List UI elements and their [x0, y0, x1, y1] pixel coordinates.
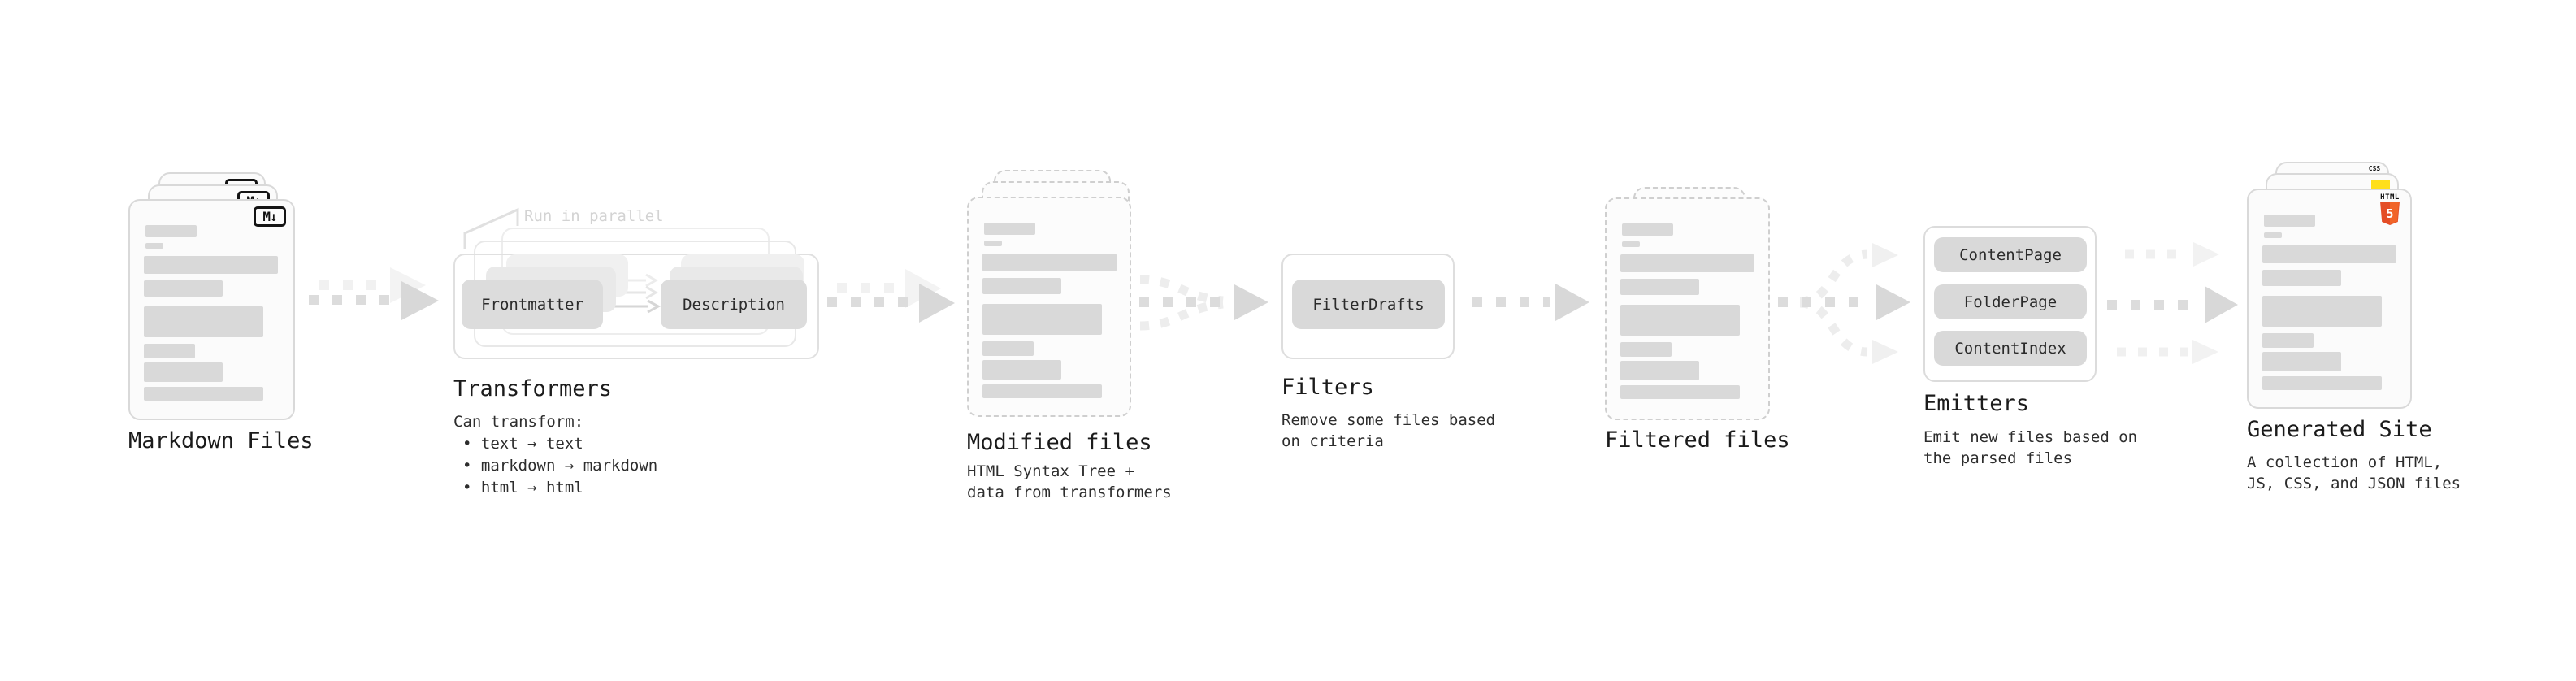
content-bar-placeholder: [2264, 215, 2315, 227]
arrow-emitters-to-generated: [2107, 242, 2238, 364]
content-bar-placeholder: [2262, 245, 2396, 263]
content-bar-placeholder: [145, 225, 197, 237]
arrow-transformers-to-modified: [827, 269, 955, 323]
content-bar-placeholder: [1620, 279, 1699, 295]
content-bar-placeholder: [144, 362, 223, 382]
emitter-pill-folderpage: FolderPage: [1934, 284, 2087, 319]
html5-icon: HTML 5: [2378, 193, 2402, 226]
content-bar-placeholder: [2264, 232, 2282, 238]
description-line: Emit new files based on: [1923, 428, 2138, 446]
html5-shield: 5: [2380, 202, 2400, 225]
content-bar-placeholder: [1622, 241, 1640, 247]
transformer-frame-front: [453, 254, 819, 359]
stage-title-modified-files: Modified files: [967, 430, 1152, 455]
description-line: the parsed files: [1923, 449, 2073, 467]
description-line: data from transformers: [967, 484, 1172, 501]
description-line: JS, CSS, and JSON files: [2247, 475, 2461, 492]
markdown-icon: M↓: [254, 206, 286, 227]
content-bar-placeholder: [2262, 296, 2382, 327]
description-line: A collection of HTML,: [2247, 453, 2443, 471]
content-bar-placeholder: [1620, 361, 1699, 380]
description-line: • text → text: [462, 435, 583, 453]
stage-title-filtered-files: Filtered files: [1605, 427, 1790, 453]
description-line: • html → html: [462, 479, 583, 497]
content-bar-placeholder: [984, 241, 1002, 246]
content-bar-placeholder: [982, 360, 1061, 380]
content-bar-placeholder: [1622, 223, 1673, 236]
description-line: • markdown → markdown: [462, 457, 658, 475]
content-bar-placeholder: [144, 344, 195, 358]
emitter-pill-contentpage: ContentPage: [1934, 237, 2087, 272]
transformers-description: Can transform: • text → text • markdown …: [453, 411, 657, 499]
content-bar-placeholder: [145, 243, 163, 249]
content-bar-placeholder: [982, 254, 1117, 271]
content-bar-placeholder: [2262, 270, 2341, 286]
description-line: on criteria: [1281, 432, 1384, 450]
content-bar-placeholder: [144, 256, 278, 274]
transformer-pill-frontmatter: Frontmatter: [462, 280, 603, 329]
content-bar-placeholder: [1620, 342, 1672, 357]
filter-pill-filterdrafts: FilterDrafts: [1292, 280, 1445, 329]
transformer-pill-description: Description: [661, 280, 807, 329]
content-bar-placeholder: [2262, 352, 2341, 371]
description-line: Can transform:: [453, 413, 584, 431]
description-line: Remove some files based: [1281, 411, 1496, 429]
content-bar-placeholder: [1620, 305, 1740, 336]
content-bar-placeholder: [144, 306, 263, 337]
emitter-pill-contentindex: ContentIndex: [1934, 331, 2087, 366]
content-bar-placeholder: [982, 278, 1061, 294]
filtered-file-card-front: [1605, 197, 1770, 420]
generated-site-description: A collection of HTML, JS, CSS, and JSON …: [2247, 452, 2461, 494]
css-icon-label: CSS: [2368, 165, 2381, 172]
run-in-parallel-note: Run in parallel: [524, 207, 664, 225]
arrow-split-filtered-to-emitters: [1778, 243, 1910, 364]
modified-files-description: HTML Syntax Tree + data from transformer…: [967, 461, 1172, 503]
arrow-merge-modified-to-filters: [1139, 275, 1268, 331]
content-bar-placeholder: [1620, 385, 1740, 399]
content-bar-placeholder: [2262, 333, 2314, 348]
stage-title-transformers: Transformers: [453, 376, 613, 401]
generated-file-card-html: HTML 5: [2247, 189, 2412, 409]
content-bar-placeholder: [144, 280, 223, 297]
arrow-filters-to-filtered: [1472, 284, 1589, 321]
svg-text:5: 5: [2386, 206, 2393, 221]
markdown-file-card-front: M↓: [128, 199, 295, 420]
html5-icon-label: HTML: [2380, 193, 2400, 202]
stage-title-emitters: Emitters: [1923, 391, 2030, 416]
emitters-description: Emit new files based on the parsed files: [1923, 427, 2137, 469]
modified-file-card-front: [967, 197, 1131, 417]
content-bar-placeholder: [1620, 254, 1754, 272]
stage-title-filters: Filters: [1281, 375, 1374, 400]
content-bar-placeholder: [984, 223, 1035, 235]
content-bar-placeholder: [982, 341, 1034, 356]
content-bar-placeholder: [144, 387, 263, 401]
content-bar-placeholder: [982, 304, 1102, 335]
js-icon: [2371, 180, 2390, 189]
arrow-markdown-to-transformers: [309, 267, 439, 320]
stage-title-markdown-files: Markdown Files: [128, 428, 314, 453]
content-bar-placeholder: [982, 384, 1102, 398]
filters-description: Remove some files based on criteria: [1281, 410, 1495, 452]
stage-title-generated-site: Generated Site: [2247, 417, 2432, 442]
description-line: HTML Syntax Tree +: [967, 462, 1134, 480]
content-bar-placeholder: [2262, 376, 2382, 390]
